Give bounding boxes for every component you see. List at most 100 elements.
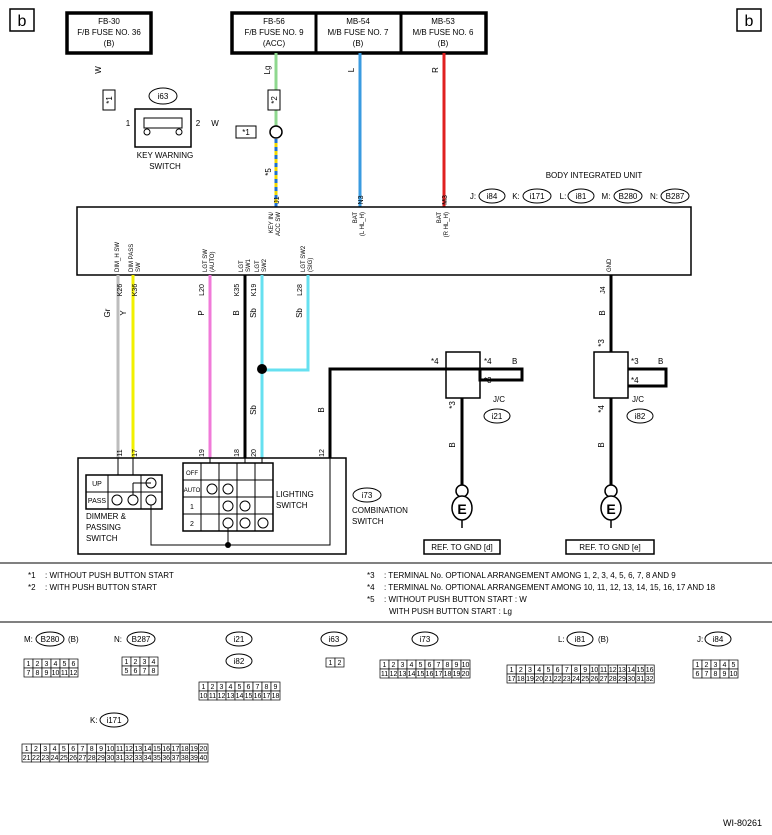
svg-text:15: 15 [417, 671, 425, 678]
svg-text:Sb: Sb [249, 405, 258, 415]
svg-text:WITH PUSH BUTTON START : Lg: WITH PUSH BUTTON START : Lg [389, 607, 512, 616]
svg-text:12: 12 [319, 449, 326, 457]
svg-text:24: 24 [51, 755, 59, 762]
svg-text:4: 4 [410, 662, 414, 669]
svg-text:1: 1 [510, 667, 514, 674]
star-label-5: *5 [264, 168, 273, 176]
svg-text:M:: M: [602, 192, 611, 201]
svg-text:3: 3 [220, 684, 224, 691]
svg-text:*2: *2 [28, 583, 36, 592]
svg-text:*3: *3 [597, 339, 606, 347]
svg-text:M3: M3 [442, 195, 449, 205]
svg-text:*1: *1 [242, 128, 250, 137]
svg-text:(R HL_H): (R HL_H) [444, 212, 450, 237]
svg-text:B280: B280 [41, 635, 60, 644]
svg-text:2: 2 [392, 662, 396, 669]
svg-text:i171: i171 [529, 192, 545, 201]
bottom-wires [116, 275, 613, 458]
svg-text:b: b [18, 13, 27, 30]
joint-connector-i21: *4 *4 B *3 *3 B J/C i21 E REF. TO GND [d… [423, 351, 524, 555]
svg-text:6: 6 [247, 684, 251, 691]
svg-text:(B): (B) [438, 39, 449, 48]
svg-text:N3: N3 [358, 195, 365, 204]
svg-text:Gr: Gr [103, 308, 112, 317]
svg-text:E: E [457, 501, 466, 517]
svg-text:KEY WARNING: KEY WARNING [137, 151, 193, 160]
svg-text:13: 13 [618, 667, 626, 674]
svg-text:*3: *3 [367, 571, 375, 580]
svg-text:*2: *2 [270, 96, 279, 104]
svg-text:11: 11 [209, 693, 216, 700]
svg-text:FB-30: FB-30 [98, 17, 120, 26]
svg-text:R: R [431, 67, 440, 73]
svg-text:30: 30 [627, 676, 635, 683]
svg-text:i63: i63 [329, 635, 340, 644]
svg-text:6: 6 [428, 662, 432, 669]
svg-text:SWITCH: SWITCH [352, 517, 384, 526]
svg-text:SW2: SW2 [262, 258, 268, 272]
svg-text:2: 2 [196, 119, 201, 128]
svg-text:7: 7 [27, 670, 31, 677]
page-tag-right: b [736, 8, 762, 32]
svg-text:7: 7 [705, 671, 709, 678]
svg-text:36: 36 [162, 755, 170, 762]
svg-text:20: 20 [199, 746, 207, 753]
svg-text:14: 14 [236, 693, 244, 700]
svg-text:DIM PASS: DIM PASS [129, 244, 135, 272]
svg-text:SW: SW [136, 262, 142, 272]
svg-text:6: 6 [71, 746, 75, 753]
svg-text:L:: L: [560, 192, 567, 201]
svg-text:*3: *3 [448, 401, 457, 409]
svg-text:W: W [211, 119, 219, 128]
svg-text:B: B [658, 357, 663, 366]
svg-text:26: 26 [69, 755, 77, 762]
svg-text:13: 13 [399, 671, 407, 678]
svg-text:(B): (B) [68, 635, 79, 644]
svg-text:20: 20 [462, 671, 470, 678]
svg-text:40: 40 [199, 755, 207, 762]
svg-text:Sb: Sb [249, 308, 258, 318]
svg-text:11: 11 [61, 670, 68, 677]
svg-text:COMBINATION: COMBINATION [352, 506, 408, 515]
svg-text:27: 27 [600, 676, 608, 683]
fuse-box-group: FB-56 F/B FUSE NO. 9 (ACC) MB-54 M/B FUS… [230, 11, 488, 55]
svg-text:16: 16 [646, 667, 654, 674]
svg-text:2: 2 [34, 746, 38, 753]
svg-text:15: 15 [637, 667, 645, 674]
svg-text:11: 11 [600, 667, 607, 674]
svg-text:16: 16 [254, 693, 262, 700]
key-warning-switch: i63 1 2 W KEY WARNING SWITCH [126, 87, 219, 171]
svg-text:3: 3 [401, 662, 405, 669]
svg-text:SWITCH: SWITCH [149, 162, 181, 171]
svg-text:(L HL_H): (L HL_H) [360, 212, 366, 236]
svg-text:17: 17 [172, 746, 180, 753]
svg-text:: TERMINAL No. OPTIONAL ARRANG: : TERMINAL No. OPTIONAL ARRANGEMENT AMON… [384, 571, 676, 580]
svg-text:2: 2 [211, 684, 215, 691]
svg-text:17: 17 [263, 693, 271, 700]
svg-text:B: B [597, 442, 606, 447]
svg-text:SWITCH: SWITCH [276, 501, 308, 510]
svg-text:16: 16 [426, 671, 434, 678]
svg-text:*5: *5 [367, 595, 375, 604]
svg-text:12: 12 [609, 667, 617, 674]
svg-text:K35: K35 [234, 284, 241, 297]
svg-text:i84: i84 [487, 192, 498, 201]
svg-text:16: 16 [162, 746, 170, 753]
svg-text:i82: i82 [234, 657, 245, 666]
svg-text:22: 22 [554, 676, 562, 683]
svg-text:K36: K36 [132, 284, 139, 297]
notes: *1 : WITHOUT PUSH BUTTON START *2 : WITH… [28, 571, 716, 616]
svg-text:18: 18 [444, 671, 452, 678]
svg-text:i171: i171 [106, 716, 122, 725]
svg-text:9: 9 [583, 667, 587, 674]
svg-text:18: 18 [234, 449, 241, 457]
svg-text:19: 19 [190, 746, 198, 753]
svg-text:2: 2 [705, 662, 709, 669]
svg-text:21: 21 [545, 676, 553, 683]
svg-text:39: 39 [190, 755, 198, 762]
svg-text:25: 25 [60, 755, 68, 762]
svg-text:M:: M: [24, 635, 33, 644]
